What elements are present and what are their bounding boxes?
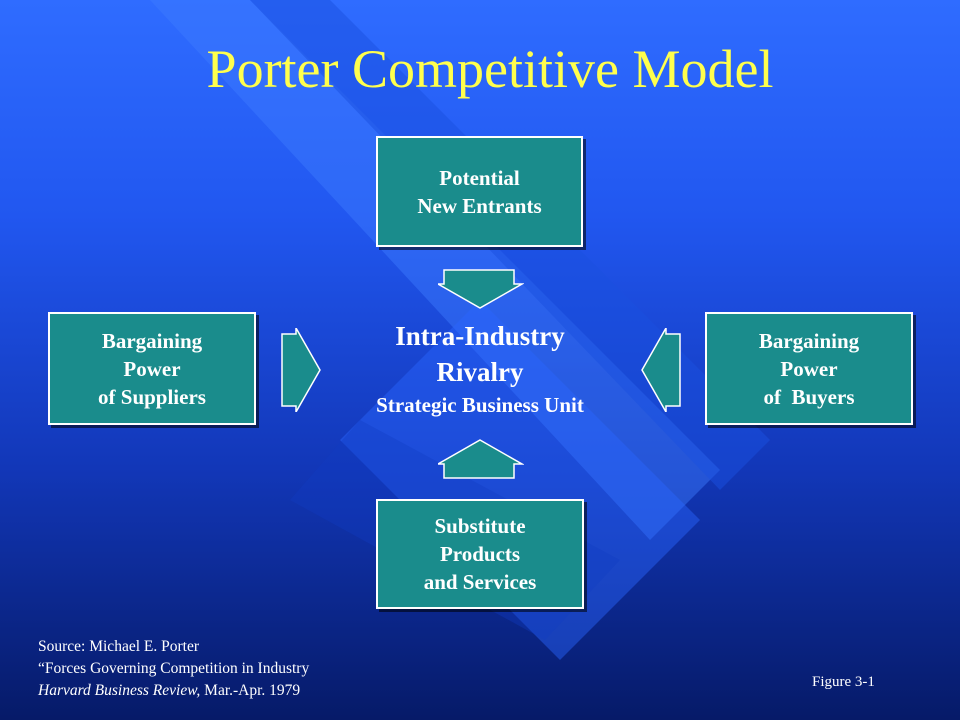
box-line: Substitute — [434, 514, 526, 538]
rivalry-line-2: Rivalry — [436, 357, 524, 387]
source-author: Source: Michael E. Porter — [38, 638, 199, 655]
box-line: Bargaining — [758, 328, 860, 353]
box-line: Potential — [439, 165, 520, 190]
buyer-power-box: Bargaining Power of Buyers — [705, 312, 913, 425]
potential-new-entrants-box: Potential New Entrants — [376, 136, 583, 247]
box-line: of Suppliers — [98, 384, 206, 409]
box-line: Power — [123, 356, 181, 381]
journal-name: Harvard Business Review, — [38, 682, 201, 699]
page-title: Porter Competitive Model — [206, 39, 774, 99]
arrow-left-icon — [641, 328, 681, 412]
box-line: New Entrants — [417, 193, 542, 218]
box-line: and Services — [423, 570, 537, 594]
industry-rivalry-label: Intra-Industry Rivalry Strategic Busines… — [335, 318, 625, 420]
source-article-title: “Forces Governing Competition in Industr… — [38, 660, 310, 677]
supplier-power-box: Bargaining Power of Suppliers — [48, 312, 256, 425]
box-line: Bargaining — [101, 328, 203, 353]
arrow-down-icon — [438, 269, 524, 309]
arrow-right-icon — [281, 328, 321, 412]
box-line: of Buyers — [763, 384, 855, 409]
rivalry-line-1: Intra-Industry — [395, 321, 565, 351]
source-citation: Source: Michael E. Porter “Forces Govern… — [38, 636, 309, 702]
journal-date: Mar.-Apr. 1979 — [200, 682, 301, 699]
box-line: Power — [780, 356, 838, 381]
arrow-up-icon — [438, 439, 524, 479]
strategic-business-unit-label: Strategic Business Unit — [376, 393, 584, 417]
box-line: Products — [439, 542, 521, 566]
substitutes-box: Substitute Products and Services — [376, 499, 584, 609]
source-journal: Harvard Business Review, Mar.-Apr. 1979 — [38, 680, 309, 702]
figure-label: Figure 3-1 — [812, 674, 875, 690]
